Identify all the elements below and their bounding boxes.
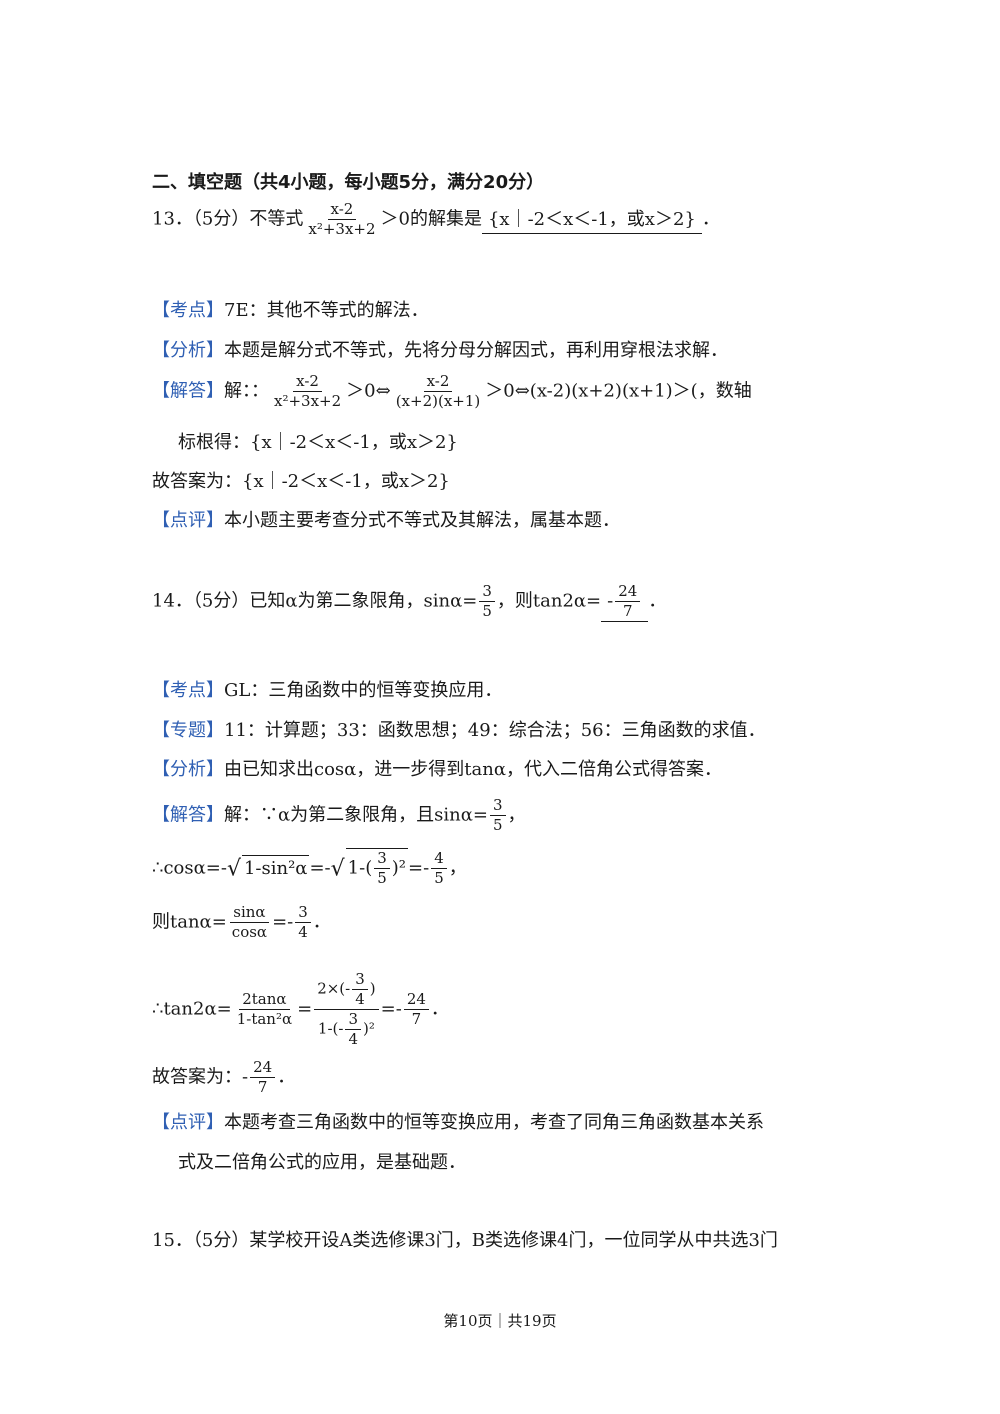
kaodian-tag: 【考点】 [152, 300, 224, 321]
q13-kaodian: 【考点】7E：其他不等式的解法． [152, 300, 429, 321]
q13-jieda-line2: 标根得：{x｜-2＜x＜-1，或x＞2} [178, 432, 458, 453]
fenxi-tag: 【分析】 [152, 759, 224, 780]
zhuanti-tag: 【专题】 [152, 720, 224, 741]
q13-answer: {x｜-2＜x＜-1，或x＞2} [481, 207, 702, 234]
question-15: 15．（5分）某学校开设A类选修课3门，B类选修课4门，一位同学从中共选3门 [152, 1230, 778, 1251]
page-footer: 第10页｜共19页 [443, 1312, 557, 1330]
sqrt-icon: √ [226, 856, 241, 882]
q14-dianping: 【点评】本题考查三角函数中的恒等变换应用，考查了同角三角函数基本关系 [152, 1112, 764, 1133]
jieda-tag: 【解答】 [152, 380, 224, 402]
q13-middle: ＞0的解集是 [380, 208, 482, 230]
jieda-tag: 【解答】 [152, 804, 224, 826]
section-title: 二、填空题（共4小题，每小题5分，满分20分） [152, 172, 545, 193]
sqrt-icon: √ [330, 856, 345, 882]
q13-fenxi: 【分析】本题是解分式不等式，先将分母分解因式，再利用穿根法求解． [152, 340, 728, 361]
q14-dianping-line2: 式及二倍角公式的应用，是基础题． [178, 1152, 466, 1173]
q13-step-fraction-2: x-2(x+2)(x+1) [395, 372, 481, 410]
fenxi-tag: 【分析】 [152, 340, 224, 361]
dianping-tag: 【点评】 [152, 510, 224, 531]
kaodian-tag: 【考点】 [152, 680, 224, 701]
q14-zhuanti: 【专题】11：计算题；33：函数思想；49：综合法；56：三角函数的求值． [152, 720, 766, 741]
q14-kaodian: 【考点】GL：三角函数中的恒等变换应用． [152, 680, 503, 701]
q13-dianping: 【点评】本小题主要考查分式不等式及其解法，属基本题． [152, 510, 620, 531]
q13-answer-line: 故答案为：{x｜-2＜x＜-1，或x＞2} [152, 471, 450, 492]
dianping-tag: 【点评】 [152, 1112, 224, 1133]
q13-prefix: 13．（5分）不等式 [152, 208, 304, 230]
q14-fenxi: 【分析】由已知求出cosα，进一步得到tanα，代入二倍角公式得答案． [152, 759, 723, 780]
